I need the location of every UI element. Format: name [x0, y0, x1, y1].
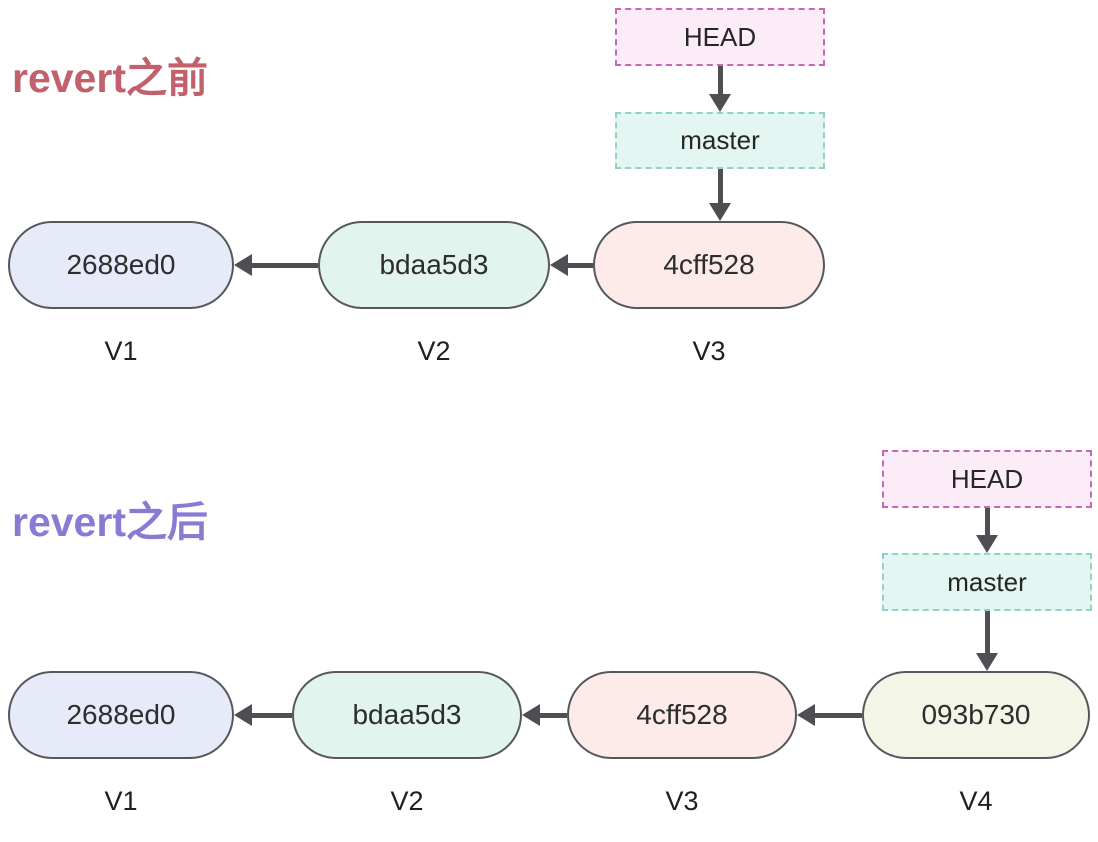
commit-hash: bdaa5d3: [379, 249, 489, 280]
version-label-after-v2: V2: [390, 786, 424, 816]
arrow-left-icon: [522, 704, 540, 726]
arrow-down-icon: [709, 94, 731, 112]
arrow-shaft: [565, 262, 593, 268]
commit-hash: 4cff528: [636, 699, 728, 730]
version-label-before-v1: V1: [104, 336, 138, 366]
arrow-down-icon: [709, 203, 731, 221]
commit-node-after-v1: 2688ed0: [8, 671, 234, 759]
arrow-left-icon: [234, 704, 252, 726]
arrow-down-icon: [976, 535, 998, 553]
commit-hash: 2688ed0: [66, 249, 176, 280]
head-ref-before: HEAD: [615, 8, 825, 66]
arrow-shaft: [249, 712, 292, 718]
master-label-after: master: [947, 566, 1027, 597]
commit-node-after-v3: 4cff528: [567, 671, 797, 759]
commit-hash: bdaa5d3: [352, 699, 462, 730]
arrow-head-to-master-before: [709, 66, 731, 112]
master-label-before: master: [680, 125, 760, 155]
section-title-before: revert之前: [12, 55, 208, 101]
version-label-after-v3: V3: [665, 786, 699, 816]
arrow-commit2-to-commit1-before: [234, 254, 318, 276]
commit-hash: 093b730: [921, 699, 1031, 730]
commit-node-after-v2: bdaa5d3: [292, 671, 522, 759]
commit-node-after-v4: 093b730: [862, 671, 1090, 759]
arrow-shaft: [717, 66, 723, 97]
arrow-down-icon: [976, 653, 998, 671]
arrow-shaft: [717, 169, 723, 206]
version-label-after-v4: V4: [959, 786, 993, 816]
arrow-commit4-to-commit3-after: [797, 704, 862, 726]
head-label-after: HEAD: [950, 463, 1024, 494]
commit-node-before-v1: 2688ed0: [8, 221, 234, 309]
master-ref-before: master: [615, 112, 825, 169]
arrow-commit2-to-commit1-after: [234, 704, 292, 726]
arrow-shaft: [249, 262, 318, 268]
head-ref-after: HEAD: [882, 450, 1092, 508]
commit-hash: 2688ed0: [66, 699, 176, 730]
arrow-shaft: [812, 712, 862, 718]
commit-node-before-v2: bdaa5d3: [318, 221, 550, 309]
arrow-shaft: [537, 712, 567, 718]
arrow-commit3-to-commit2-after: [522, 704, 567, 726]
version-label-after-v1: V1: [104, 786, 138, 816]
commit-hash: 4cff528: [663, 249, 755, 280]
arrow-head-to-master-after: [976, 508, 998, 553]
master-ref-after: master: [882, 553, 1092, 611]
arrow-left-icon: [234, 254, 252, 276]
arrow-shaft: [984, 508, 990, 538]
arrow-commit3-to-commit2-before: [550, 254, 593, 276]
arrow-left-icon: [550, 254, 568, 276]
head-label-before: HEAD: [683, 21, 757, 52]
arrow-master-to-commit-after: [976, 611, 998, 671]
version-label-before-v2: V2: [417, 336, 451, 366]
arrow-shaft: [984, 611, 990, 656]
arrow-left-icon: [797, 704, 815, 726]
commit-node-before-v3: 4cff528: [593, 221, 825, 309]
section-title-after: revert之后: [12, 499, 208, 545]
version-label-before-v3: V3: [692, 336, 726, 366]
arrow-master-to-commit-before: [709, 169, 731, 221]
